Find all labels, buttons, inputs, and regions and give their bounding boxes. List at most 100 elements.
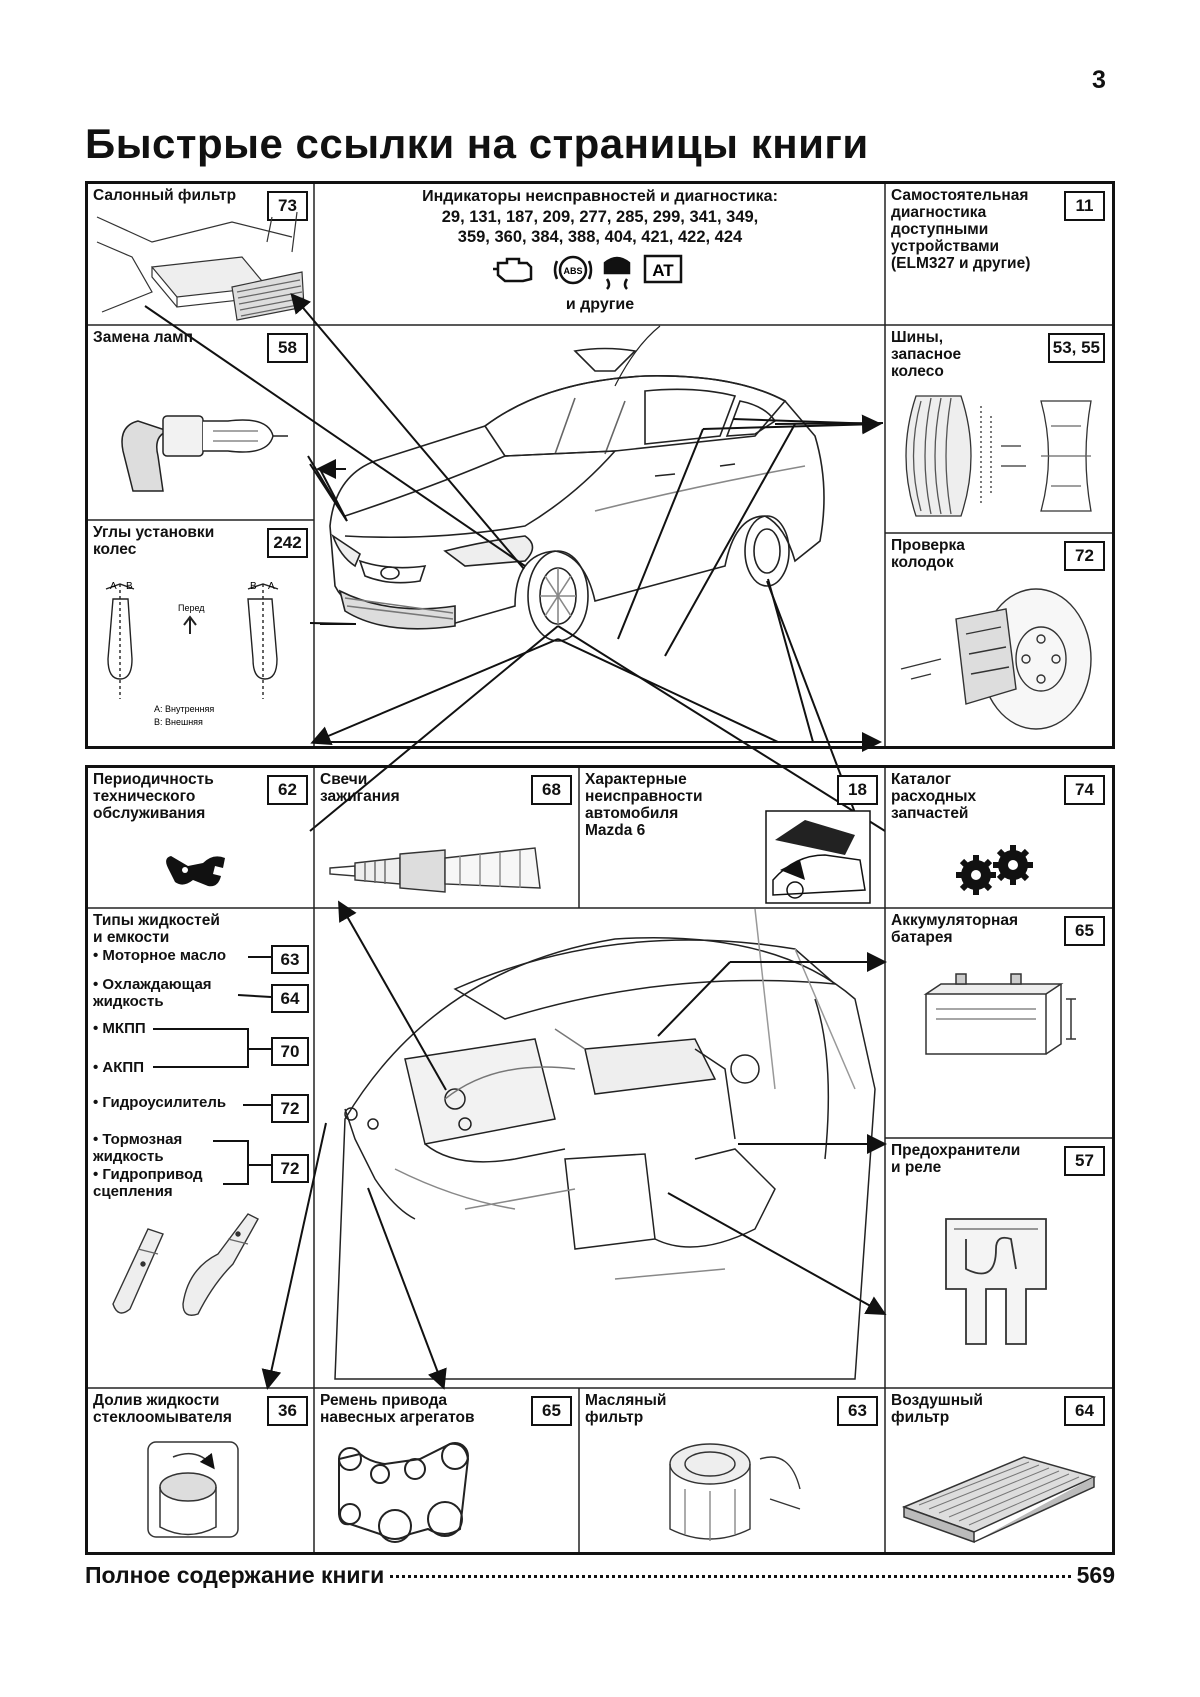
fuses-label: Предохранители и реле	[891, 1142, 1021, 1176]
battery-illustration	[923, 973, 1076, 1055]
page-number: 3	[1092, 66, 1106, 94]
oil-filter-label: Масляный фильтр	[585, 1392, 667, 1426]
air-filter-cell[interactable]: Воздушный фильтр 64	[886, 1389, 1112, 1552]
washer-cell[interactable]: Долив жидкости стеклоомывателя 36	[88, 1389, 315, 1552]
self-diagnostics-page[interactable]: 11	[1064, 191, 1105, 221]
maintenance-label: Периодичность технического обслуживания	[93, 771, 214, 822]
alignment-letter-a-left: A	[110, 581, 117, 592]
washer-label: Долив жидкости стеклоомывателя	[93, 1392, 232, 1426]
alignment-legend-b: В: Внешняя	[154, 717, 203, 727]
wheel-alignment-label: Углы установки колес	[93, 524, 215, 558]
brake-fluid-label: • Тормозная жидкость	[93, 1131, 183, 1165]
spark-plugs-cell[interactable]: Свечи зажигания 68	[315, 768, 579, 908]
toc-page: 569	[1076, 1562, 1115, 1588]
open-hood-car-icon	[765, 810, 871, 904]
at-warning-icon: AT	[643, 254, 683, 284]
auto-trans-label: • АКПП	[93, 1059, 144, 1076]
clutch-label: • Гидропривод сцепления	[93, 1166, 203, 1200]
brake-pads-cell[interactable]: Проверка колодок 72	[886, 534, 1112, 746]
fluids-connectors	[112, 956, 272, 1316]
maintenance-page[interactable]: 62	[267, 775, 308, 805]
washer-page[interactable]: 36	[267, 1396, 308, 1426]
lamps-page[interactable]: 58	[267, 333, 308, 363]
power-steering-page[interactable]: 72	[271, 1094, 309, 1123]
diagnostics-pages: 29, 131, 187, 209, 277, 285, 299, 341, 3…	[315, 208, 885, 247]
fluids-cell: Типы жидкостей и емкости • Моторное масл…	[88, 909, 315, 1388]
tires-label: Шины, запасное колесо	[891, 329, 962, 380]
oil-filter-cell[interactable]: Масляный фильтр 63	[580, 1389, 885, 1552]
gears-icon	[956, 845, 1033, 895]
spark-plugs-page[interactable]: 68	[531, 775, 572, 805]
alignment-letter-b-right: B	[250, 581, 257, 592]
fuse-illustration	[945, 1218, 1047, 1345]
alignment-front-text: Перед	[178, 603, 205, 613]
cabin-filter-cell[interactable]: Салонный фильтр 73	[88, 184, 315, 326]
check-engine-icon	[493, 257, 533, 283]
cabin-filter-page[interactable]: 73	[267, 191, 308, 221]
abs-badge-text: ABS	[563, 266, 582, 276]
coolant-label: • Охлаждающая жидкость	[93, 976, 212, 1010]
bottom-panel: Периодичность технического обслуживания …	[85, 765, 1115, 1555]
trans-page[interactable]: 70	[271, 1037, 309, 1066]
diagnostics-other: и другие	[565, 296, 635, 313]
air-filter-label: Воздушный фильтр	[891, 1392, 983, 1426]
belt-page[interactable]: 65	[531, 1396, 572, 1426]
diagnostics-pages-line2: 359, 360, 384, 388, 404, 421, 422, 424	[457, 227, 743, 246]
wrench-hand-icon	[166, 856, 225, 887]
air-filter-illustration	[901, 1456, 1097, 1544]
alignment-letter-a-right: A	[268, 581, 275, 592]
lamps-label: Замена ламп	[93, 329, 194, 346]
diagnostics-cell[interactable]: Индикаторы неисправностей и диагностика:…	[315, 184, 885, 326]
fuses-cell[interactable]: Предохранители и реле 57	[886, 1139, 1112, 1388]
oil-filter-page[interactable]: 63	[837, 1396, 878, 1426]
fuses-page[interactable]: 57	[1064, 1146, 1105, 1176]
battery-label: Аккумуляторная батарея	[891, 912, 1019, 946]
lamps-cell[interactable]: Замена ламп 58	[88, 326, 315, 520]
alignment-illustration: A B B A Перед А: Внутренняя В: Внешняя	[105, 581, 279, 727]
cabin-filter-illustration	[96, 211, 305, 321]
parts-catalog-label: Каталог расходных запчастей	[891, 771, 977, 822]
maintenance-cell[interactable]: Периодичность технического обслуживания …	[88, 768, 315, 908]
parts-catalog-page[interactable]: 74	[1064, 775, 1105, 805]
belt-diagram	[338, 1442, 470, 1543]
wheel-alignment-cell[interactable]: Углы установки колес 242 A B B A Перед А…	[88, 521, 315, 746]
brake-pads-page[interactable]: 72	[1064, 541, 1105, 571]
spark-plug-illustration	[329, 847, 541, 893]
diagnostics-pages-line1: 29, 131, 187, 209, 277, 285, 299, 341, 3…	[441, 208, 759, 226]
alignment-letter-b-left: B	[126, 581, 133, 592]
tire-illustration	[905, 395, 1092, 517]
toc-link[interactable]: Полное содержание книги 569	[85, 1562, 1115, 1589]
brake-illustration	[900, 588, 1092, 730]
battery-page[interactable]: 65	[1064, 916, 1105, 946]
coolant-page[interactable]: 64	[271, 984, 309, 1013]
washer-illustration	[147, 1441, 239, 1538]
traction-control-icon	[603, 256, 631, 290]
engine-oil-page[interactable]: 63	[271, 945, 309, 974]
alignment-legend-a: А: Внутренняя	[154, 704, 214, 714]
faults-page[interactable]: 18	[837, 775, 878, 805]
manual-trans-label: • МКПП	[93, 1020, 146, 1037]
oil-filter-illustration	[669, 1443, 801, 1541]
engine-oil-label: • Моторное масло	[93, 947, 226, 964]
bulb-illustration	[121, 415, 288, 492]
abs-warning-icon: ABS	[553, 255, 593, 285]
page-title: Быстрые ссылки на страницы книги	[85, 120, 869, 167]
tires-cell[interactable]: Шины, запасное колесо 53, 55	[886, 326, 1112, 533]
faults-cell[interactable]: Характерные неисправности автомобиля Maz…	[580, 768, 885, 908]
battery-cell[interactable]: Аккумуляторная батарея 65	[886, 909, 1112, 1138]
engine-bay-illustration	[334, 908, 876, 1380]
belt-cell[interactable]: Ремень привода навесных агрегатов 65	[315, 1389, 579, 1552]
spark-plugs-label: Свечи зажигания	[320, 771, 400, 805]
self-diagnostics-cell[interactable]: Самостоятельная диагностика доступными у…	[886, 184, 1112, 326]
power-steering-label: • Гидроусилитель	[93, 1094, 227, 1111]
tires-page[interactable]: 53, 55	[1047, 333, 1105, 363]
wheel-alignment-page[interactable]: 242	[267, 528, 308, 558]
toc-dots	[390, 1575, 1071, 1578]
air-filter-page[interactable]: 64	[1064, 1396, 1105, 1426]
belt-label: Ремень привода навесных агрегатов	[320, 1392, 475, 1426]
parts-catalog-cell[interactable]: Каталог расходных запчастей 74	[886, 768, 1112, 908]
top-panel: Салонный фильтр 73 Индикаторы неисправно…	[85, 181, 1115, 832]
at-badge-text: AT	[652, 261, 674, 280]
diagnostics-title: Индикаторы неисправностей и диагностика:	[422, 188, 778, 205]
fluids-title: Типы жидкостей и емкости	[93, 912, 220, 946]
